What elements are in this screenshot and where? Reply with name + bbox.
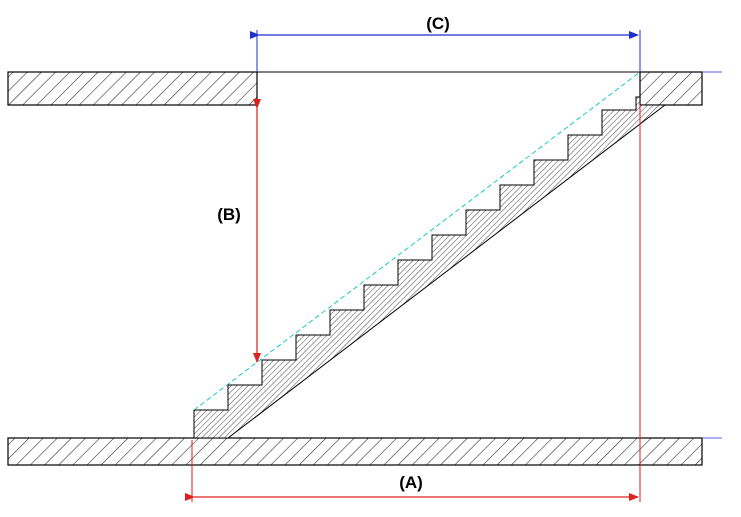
stair-flight bbox=[193, 96, 667, 439]
upper-slab-right bbox=[639, 71, 703, 106]
dim-c-label: (C) bbox=[426, 14, 450, 33]
upper-slab-left bbox=[7, 71, 258, 106]
pitch-line bbox=[193, 71, 641, 411]
lower-slab bbox=[7, 437, 703, 466]
dim-b-label: (B) bbox=[217, 205, 241, 224]
dim-a-label: (A) bbox=[399, 473, 423, 492]
